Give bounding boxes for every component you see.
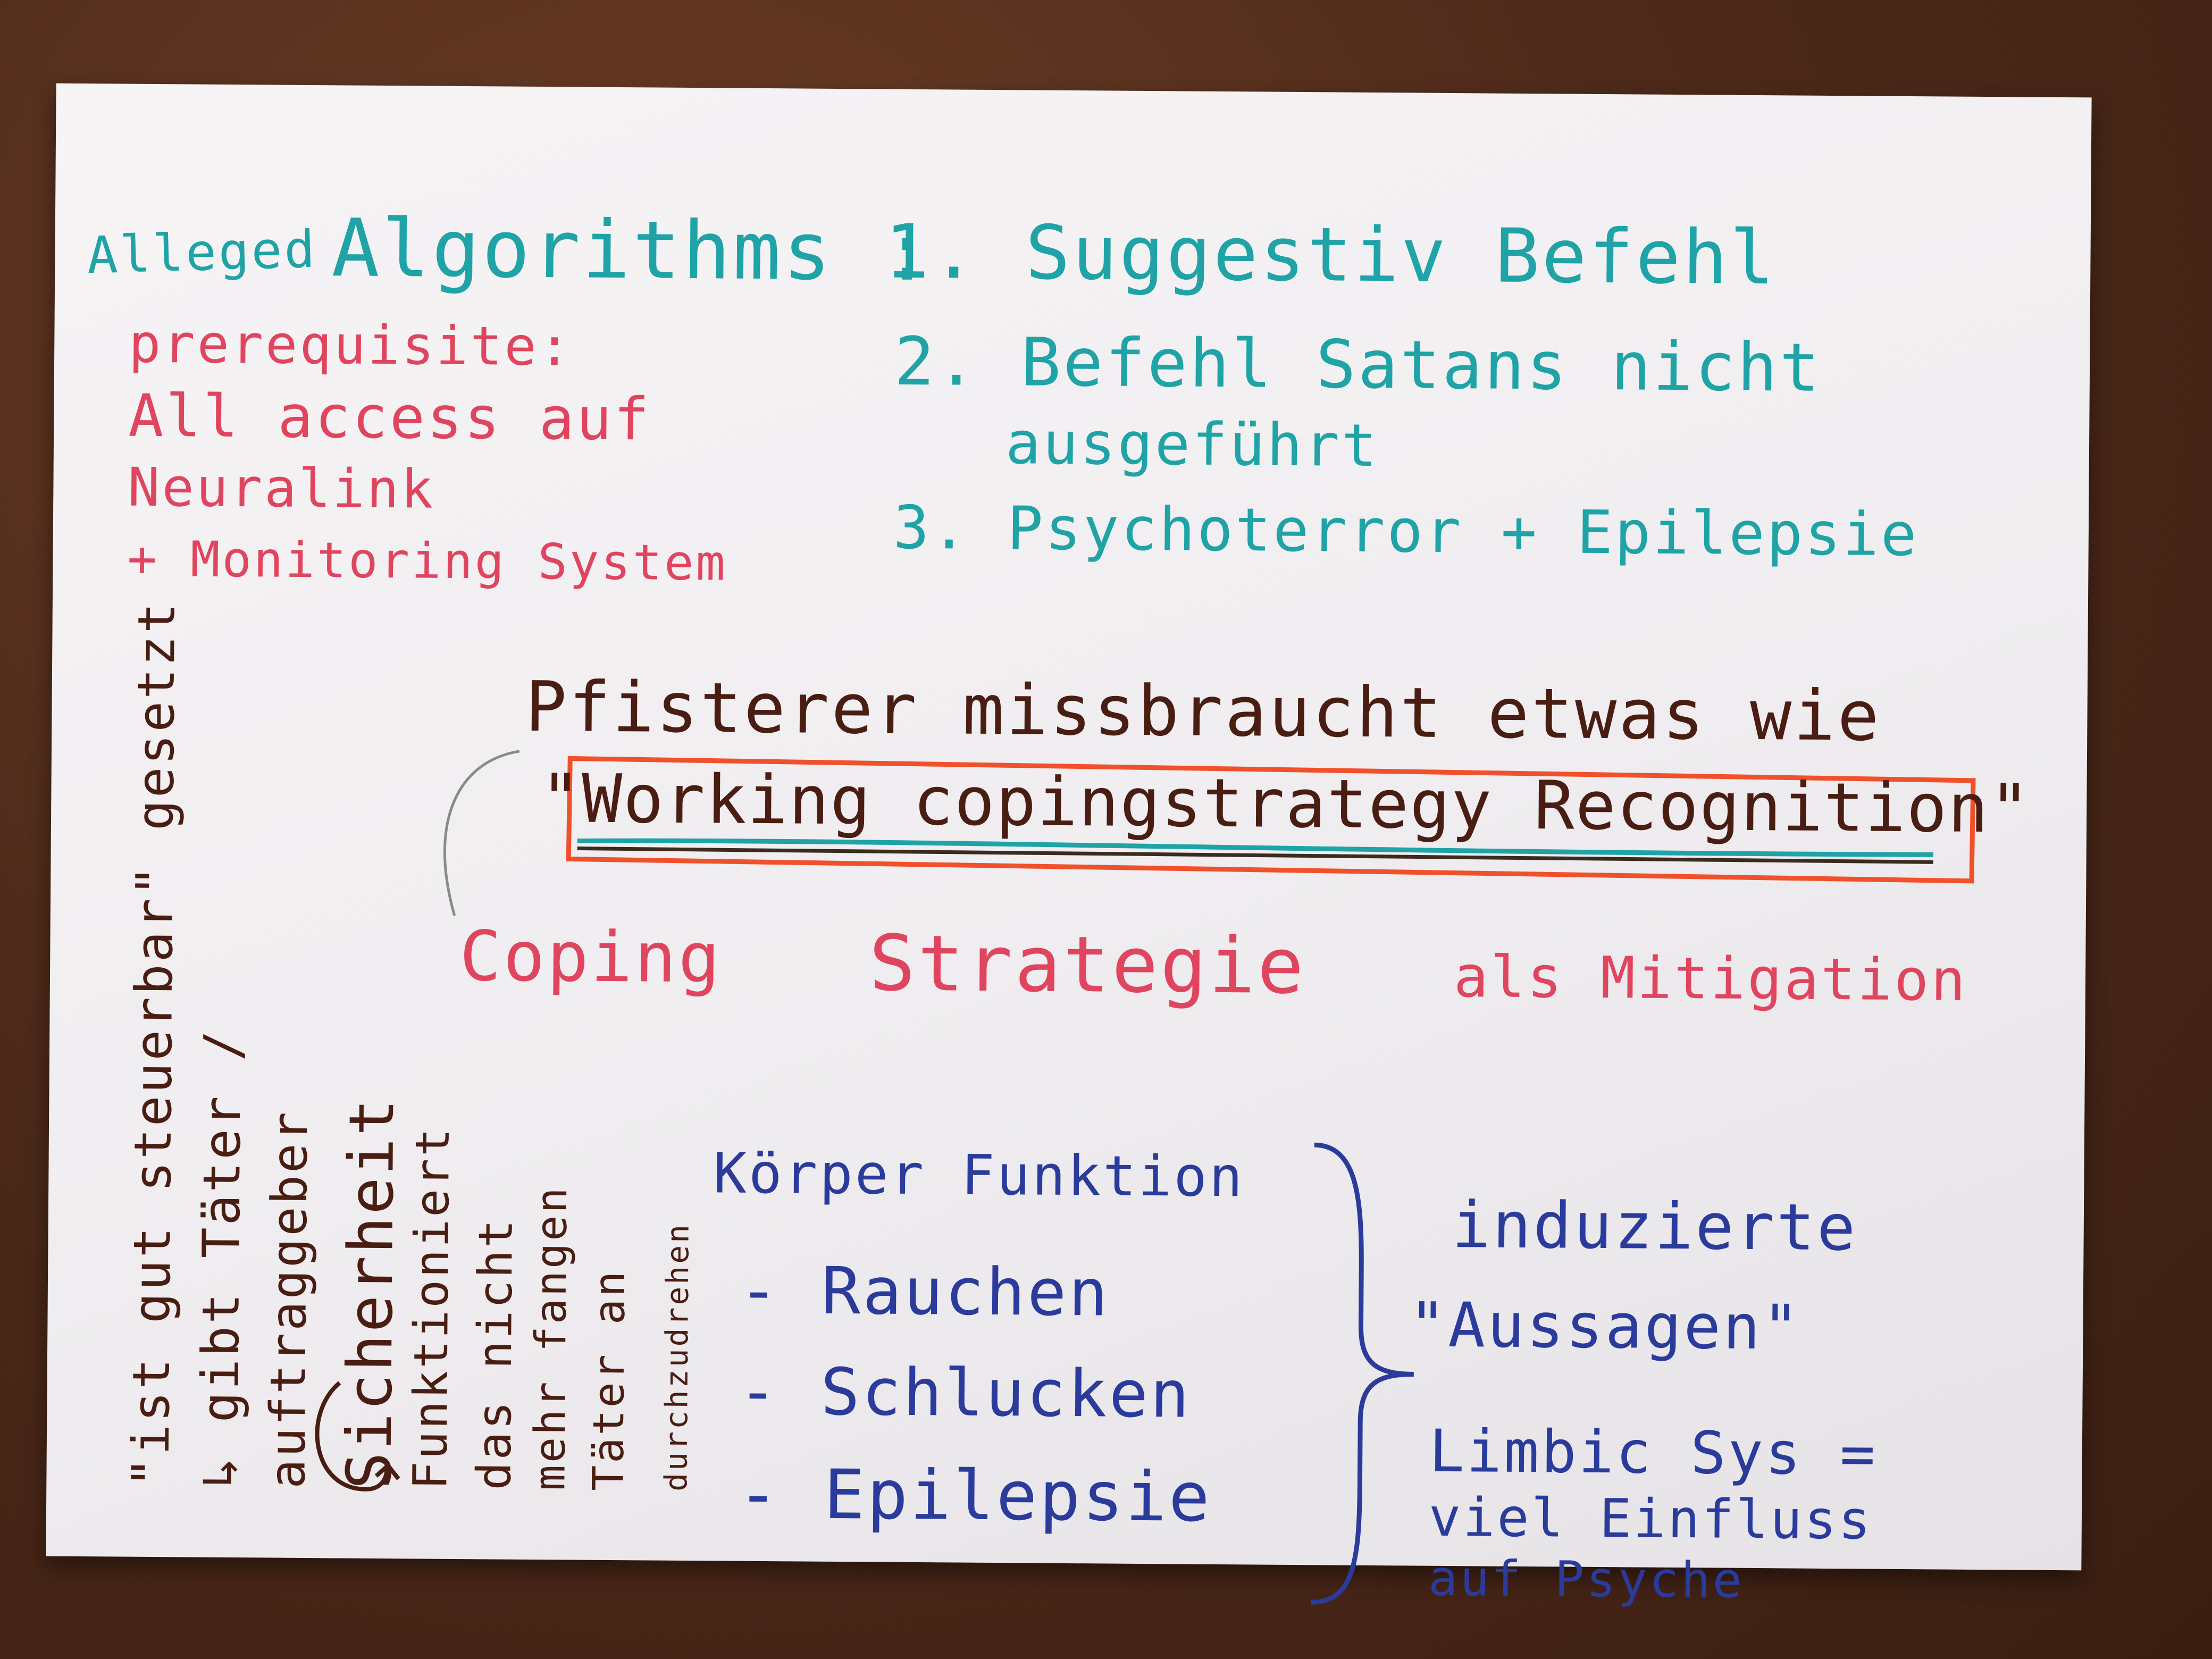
prerequisite-label: prerequisite: <box>128 312 573 378</box>
left-note-2: ↳ gibt Täter / <box>190 1028 253 1489</box>
coping-word: Coping <box>459 916 723 999</box>
body-function-2: - Schlucken <box>738 1353 1192 1432</box>
step-2: 2. Befehl Satans nicht <box>894 323 1822 407</box>
body-function-1: - Rauchen <box>739 1252 1110 1331</box>
body-function-3: - Epilepsie <box>737 1454 1212 1537</box>
alleged-label: Alleged <box>86 219 318 286</box>
right-note-1: induzierte <box>1452 1188 1858 1266</box>
mitigation-text: als Mitigation <box>1453 944 1968 1014</box>
curve-connector <box>443 750 520 916</box>
left-note-6: das nicht <box>466 1217 523 1490</box>
body-functions-title: Körper Funktion <box>713 1141 1245 1210</box>
step-1: 1. Suggestiv Befehl <box>884 208 1777 302</box>
step-3: 3. Psychoterror + Epilepsie <box>893 493 1919 570</box>
right-note-3: Limbic Sys = <box>1429 1417 1878 1488</box>
step-2-continued: ausgeführt <box>1005 409 1379 480</box>
underline-strokes <box>577 838 1933 864</box>
algorithms-heading: Algorithms : <box>331 202 934 299</box>
prerequisite-line-1: All access auf <box>128 381 651 454</box>
strategie-word: Strategie <box>868 918 1306 1012</box>
left-note-7: mehr fangen <box>525 1185 577 1491</box>
prerequisite-line-3: + Monitoring System <box>127 530 728 592</box>
main-statement-line-1: Pfisterer missbraucht etwas wie <box>525 666 1882 757</box>
curly-brace <box>1311 1142 1414 1605</box>
prerequisite-line-2: Neuralink <box>128 456 435 521</box>
right-note-4: viel Einfluss <box>1428 1486 1873 1552</box>
left-note-9: durchzudrehen <box>658 1222 696 1492</box>
right-note-2: "Aussagen" <box>1409 1289 1802 1364</box>
loop-arrow <box>315 1381 400 1492</box>
left-note-1: "ist gut steuerbar" gesetzt <box>121 600 187 1488</box>
right-note-5: auf Psyche <box>1428 1549 1745 1609</box>
left-note-8: Täter an <box>583 1269 635 1492</box>
paper-card: Alleged Algorithms : 1. Suggestiv Befehl… <box>46 83 2092 1609</box>
